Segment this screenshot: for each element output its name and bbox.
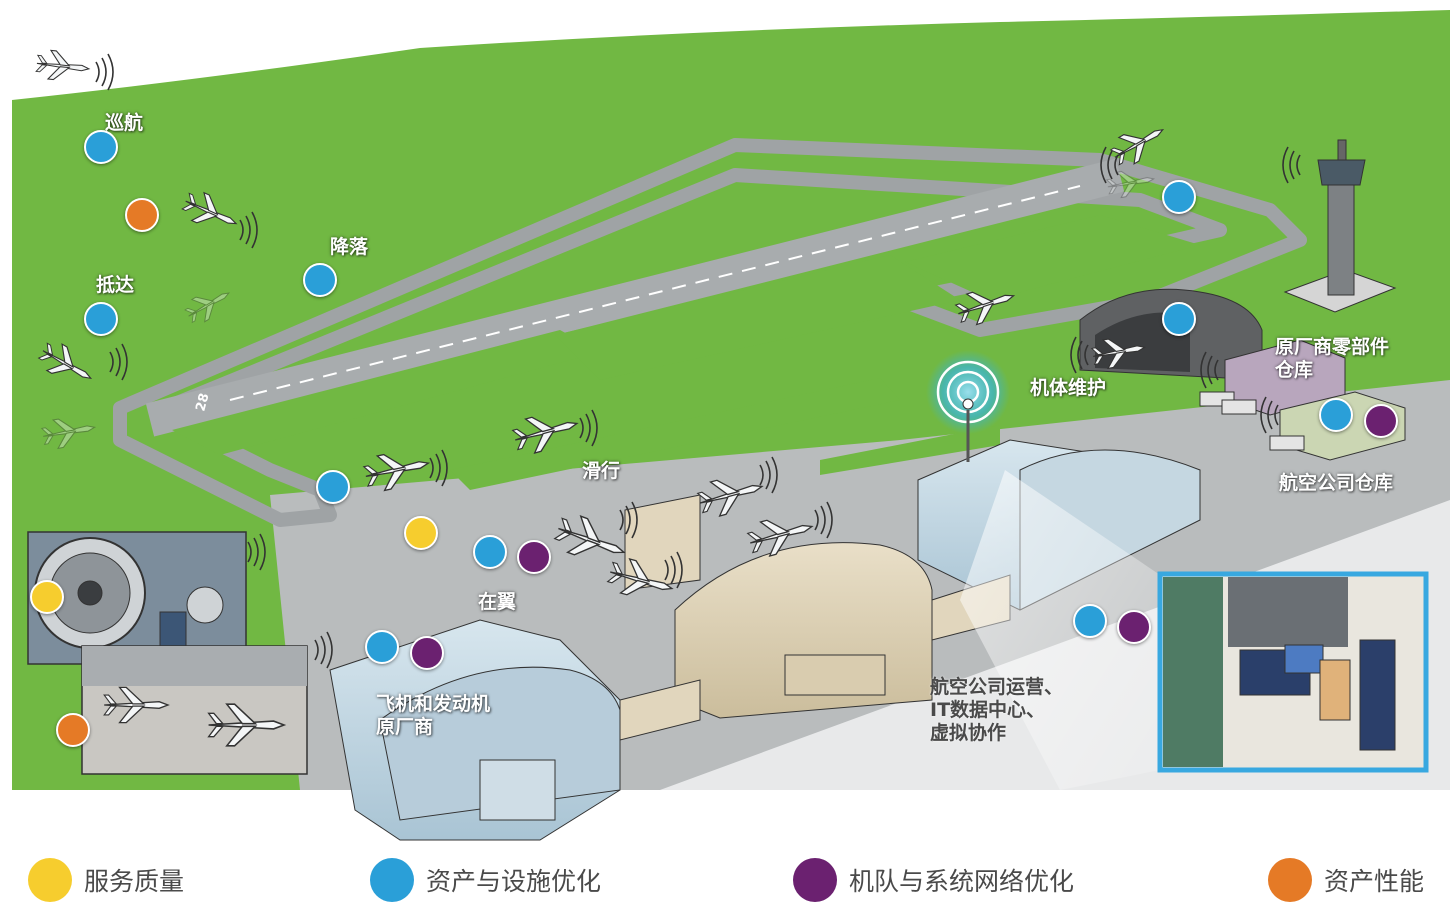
radio-antenna-icon xyxy=(926,350,1010,462)
taxi-label: 滑行 xyxy=(582,460,621,482)
airframe-mro-label: 机体维护 xyxy=(1030,377,1107,399)
airline-warehouse-label: 航空公司仓库 xyxy=(1279,472,1394,494)
asset-facility-dot xyxy=(1319,398,1353,432)
asset-performance-dot xyxy=(56,713,90,747)
truck-icon xyxy=(1199,391,1305,451)
landing-label: 降落 xyxy=(330,236,369,258)
legend-dot xyxy=(793,858,837,902)
asset-performance-dot xyxy=(125,198,159,232)
legend-dot xyxy=(370,858,414,902)
legend-label: 服务质量 xyxy=(84,867,185,896)
aircraft-assembly-inset xyxy=(81,645,308,775)
oem-label: 飞机和发动机 原厂商 xyxy=(376,693,491,738)
cruise-label: 巡航 xyxy=(105,112,144,134)
asset-facility-dot xyxy=(1162,180,1196,214)
oem-building xyxy=(329,619,701,841)
fleet-network-dot xyxy=(1117,610,1151,644)
asset-facility-dot xyxy=(84,302,118,336)
legend-label: 资产性能 xyxy=(1324,867,1425,896)
fleet-network-dot xyxy=(517,540,551,574)
operations-label: 航空公司运营、 IT数据中心、 虚拟协作 xyxy=(930,676,1064,744)
legend-item-service-quality: 服务质量 xyxy=(28,858,184,902)
fleet-network-dot xyxy=(1364,404,1398,438)
runway-number: 28 xyxy=(193,392,212,413)
asset-facility-dot xyxy=(316,470,350,504)
legend-item-asset-performance: 资产性能 xyxy=(1268,858,1424,902)
legend-item-fleet-network: 机队与系统网络优化 xyxy=(793,858,1074,902)
oem-parts-warehouse-label: 原厂商零部件 仓库 xyxy=(1275,336,1390,381)
asset-facility-dot xyxy=(1162,302,1196,336)
asset-facility-dot xyxy=(365,630,399,664)
asset-facility-dot xyxy=(84,130,118,164)
service-quality-dot xyxy=(404,516,438,550)
legend-item-asset-facility: 资产与设施优化 xyxy=(370,858,601,902)
operator-workstation-icon xyxy=(1157,571,1429,773)
asset-facility-dot xyxy=(303,263,337,297)
control-tower-icon xyxy=(1283,139,1397,313)
arrival-label: 抵达 xyxy=(96,274,135,296)
asset-facility-dot xyxy=(1073,604,1107,638)
service-quality-dot xyxy=(30,580,64,614)
fleet-network-dot xyxy=(410,636,444,670)
legend-label: 机队与系统网络优化 xyxy=(849,867,1075,896)
legend-dot xyxy=(28,858,72,902)
legend-label: 资产与设施优化 xyxy=(426,867,602,896)
on-wing-label: 在翼 xyxy=(478,591,517,613)
legend-dot xyxy=(1268,858,1312,902)
asset-facility-dot xyxy=(473,535,507,569)
taxiway xyxy=(113,138,1307,527)
